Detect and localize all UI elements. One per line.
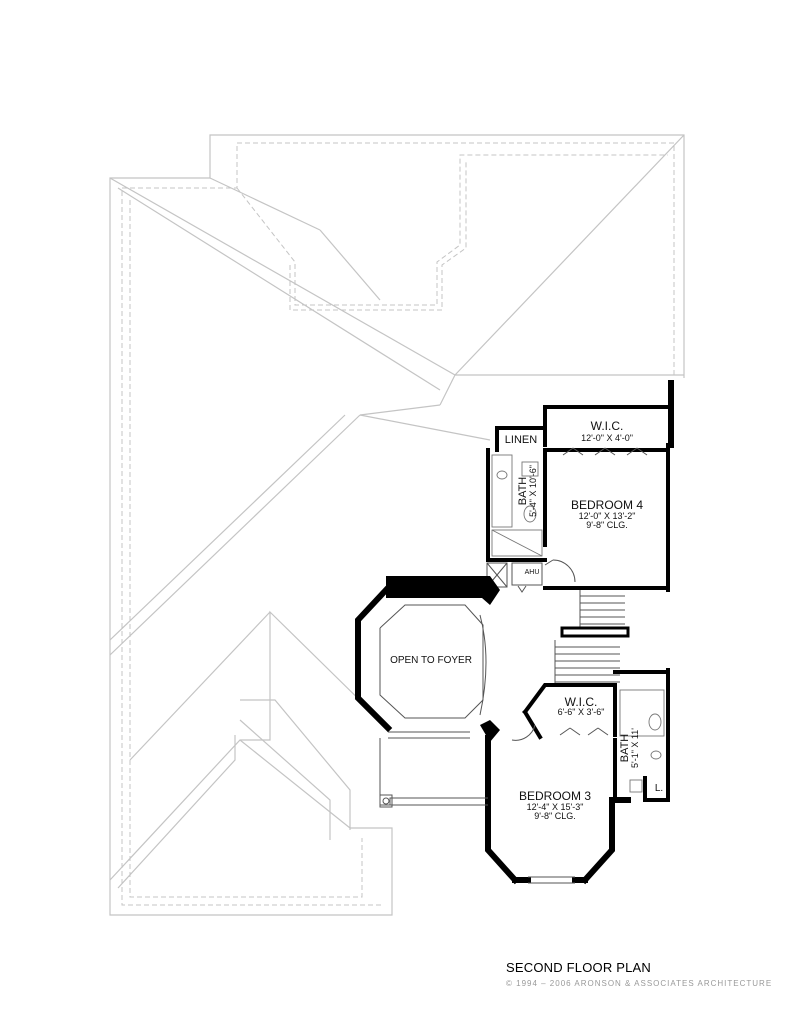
title-block: SECOND FLOOR PLAN © 1994 – 2006 ARONSON … [506, 960, 796, 988]
roof-outline [109, 134, 685, 916]
linen-label: LINEN [505, 434, 537, 446]
walls [355, 380, 674, 885]
room-labels: W.I.C. 12'-0" X 4'-0" LINEN BATH 5'-4" X… [390, 419, 663, 821]
open-to-foyer-label: OPEN TO FOYER [390, 655, 472, 666]
wic-top-size: 12'-0" X 4'-0" [581, 433, 633, 443]
linen-small-label: L. [655, 783, 663, 794]
wic-bottom-size: 6'-6" X 3'-6" [558, 707, 605, 717]
bedroom3-size: 12'-4" X 15'-3" [527, 802, 584, 812]
bedroom4-name: BEDROOM 4 [571, 498, 643, 512]
bedroom3-ceiling: 9'-8" CLG. [534, 811, 575, 821]
bedroom3-name: BEDROOM 3 [519, 789, 591, 803]
copyright-text: © 1994 – 2006 ARONSON & ASSOCIATES ARCHI… [506, 979, 773, 988]
wic-top-name: W.I.C. [591, 419, 624, 433]
bath-bottom-size: 5'-1" X 11' [630, 728, 640, 768]
bath-bottom-name: BATH [619, 734, 631, 763]
bath-top-size: 5'-4" X 10'-6" [528, 465, 538, 517]
staircase [554, 590, 630, 686]
plan-title: SECOND FLOOR PLAN [506, 960, 651, 975]
fixtures [479, 447, 665, 793]
bedroom4-size: 12'-0" X 13'-2" [579, 511, 636, 521]
wic-bottom-name: W.I.C. [565, 695, 598, 709]
bedroom4-ceiling: 9'-8" CLG. [586, 520, 627, 530]
ahu-label: AHU [525, 569, 540, 576]
bath-top-name: BATH [517, 477, 529, 506]
